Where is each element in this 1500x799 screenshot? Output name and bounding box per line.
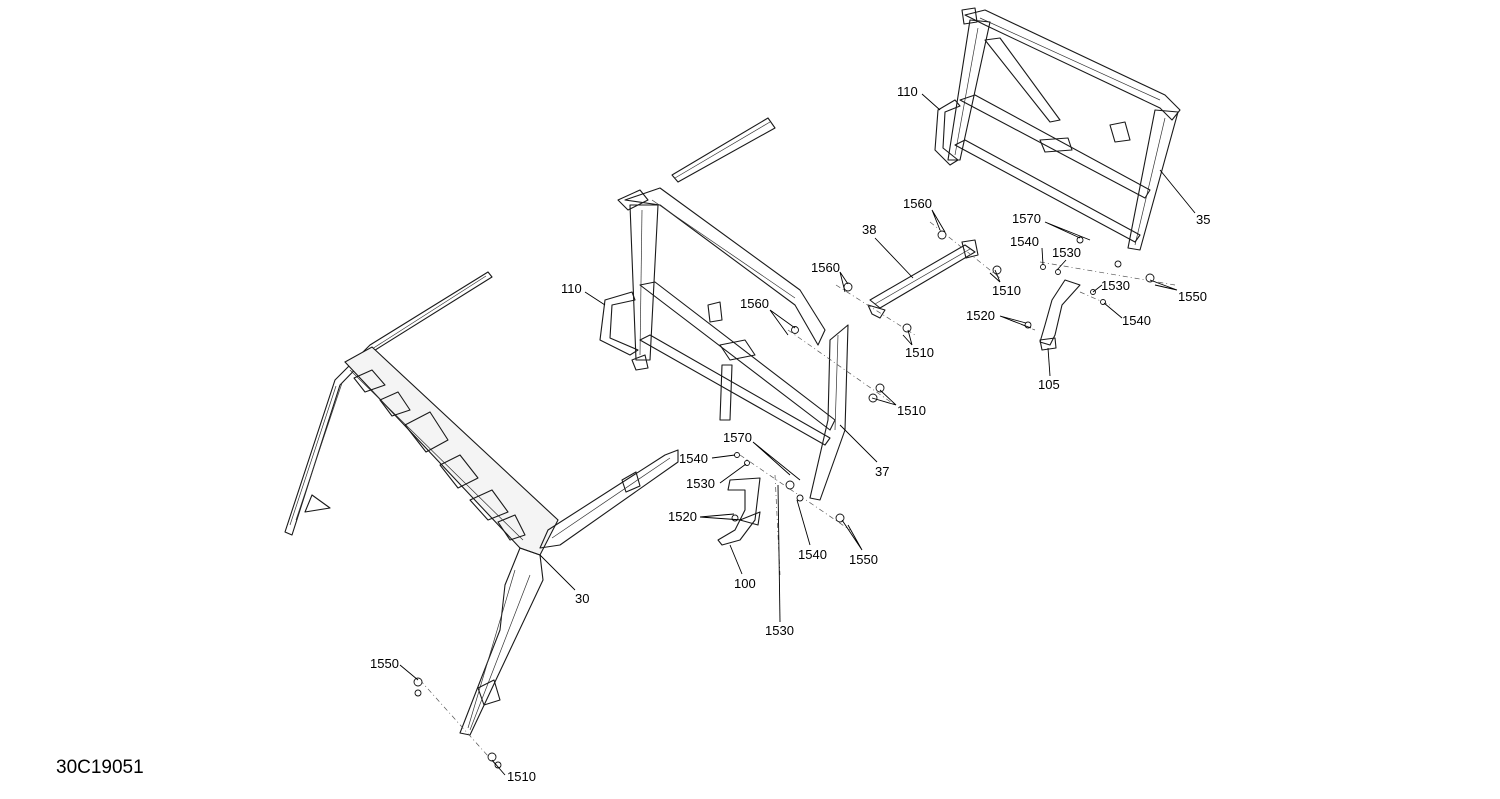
part-35-rear-frame — [934, 7, 1181, 251]
callout-110-right: 110 — [897, 84, 918, 99]
part-100-bracket — [717, 477, 761, 546]
callout-105: 105 — [1038, 377, 1060, 392]
leader-lines — [399, 93, 1196, 776]
callout-1510-a: 1510 — [992, 283, 1021, 298]
callout-38: 38 — [862, 222, 876, 237]
callout-1530-b: 1530 — [765, 623, 794, 638]
callout-100: 100 — [734, 576, 756, 591]
callout-1520-b: 1520 — [966, 308, 995, 323]
callout-1570-b: 1570 — [1012, 211, 1041, 226]
callout-1510-d: 1510 — [507, 769, 536, 784]
callout-1520-a: 1520 — [668, 509, 697, 524]
callout-1530-d: 1530 — [1101, 278, 1130, 293]
callout-1510-c: 1510 — [897, 403, 926, 418]
callout-1540-a: 1540 — [679, 451, 708, 466]
part-105-bracket — [1039, 279, 1081, 351]
callout-37: 37 — [875, 464, 889, 479]
assembly-axes — [739, 221, 1176, 576]
callout-1540-d: 1540 — [1122, 313, 1151, 328]
hardware-fasteners — [731, 230, 1155, 523]
callout-1570-a: 1570 — [723, 430, 752, 445]
callout-1530-a: 1530 — [686, 476, 715, 491]
callout-1550-a: 1550 — [849, 552, 878, 567]
callout-1510-b: 1510 — [905, 345, 934, 360]
callout-labels: 30 35 37 38 100 105 110 110 1510 1510 15… — [56, 84, 1210, 784]
callout-1550-b: 1550 — [1178, 289, 1207, 304]
callout-30: 30 — [575, 591, 589, 606]
roof-rail-strip — [671, 117, 776, 183]
callout-1550-c: 1550 — [370, 656, 399, 671]
part-37-middle-frame — [599, 187, 849, 501]
callout-1560-c: 1560 — [903, 196, 932, 211]
callout-1540-b: 1540 — [798, 547, 827, 562]
callout-35: 35 — [1196, 212, 1210, 227]
callout-1560-a: 1560 — [740, 296, 769, 311]
callout-1540-c: 1540 — [1010, 234, 1039, 249]
part-38-cross-tube — [867, 239, 979, 319]
callout-1530-c: 1530 — [1052, 245, 1081, 260]
drawing-code: 30C19051 — [56, 757, 144, 778]
callout-1560-b: 1560 — [811, 260, 840, 275]
callout-110-left: 110 — [561, 281, 582, 296]
part-30-front-cage — [284, 271, 679, 769]
